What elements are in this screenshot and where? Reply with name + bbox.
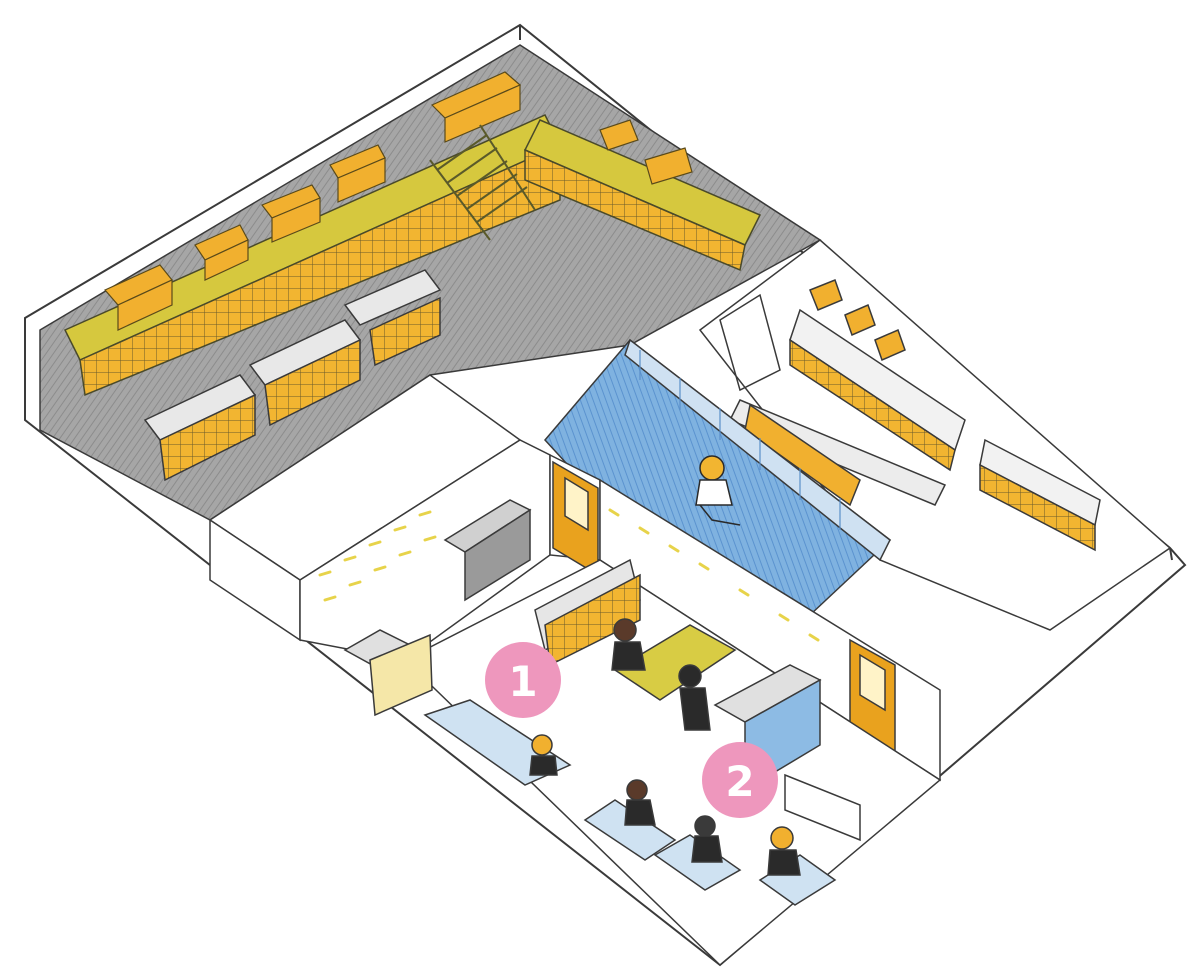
storage-boxes-top bbox=[104, 71, 693, 331]
meeting-area bbox=[534, 558, 737, 731]
copier-machine bbox=[343, 629, 433, 717]
area-marker-1: 1 bbox=[485, 642, 561, 718]
office-door-left bbox=[552, 460, 599, 577]
warehouse-island-shelves bbox=[143, 269, 442, 482]
walking-person bbox=[695, 455, 741, 526]
counter-cabinet bbox=[443, 499, 532, 602]
workstations bbox=[423, 699, 861, 906]
wall-texture bbox=[318, 508, 820, 642]
back-wall-shelving bbox=[63, 114, 762, 397]
area-marker-1-label: 1 bbox=[508, 657, 537, 706]
warehouse-ladder bbox=[429, 124, 536, 241]
area-marker-2-label: 2 bbox=[725, 757, 754, 806]
right-storage-room bbox=[698, 239, 1172, 631]
area-marker-2: 2 bbox=[702, 742, 778, 818]
